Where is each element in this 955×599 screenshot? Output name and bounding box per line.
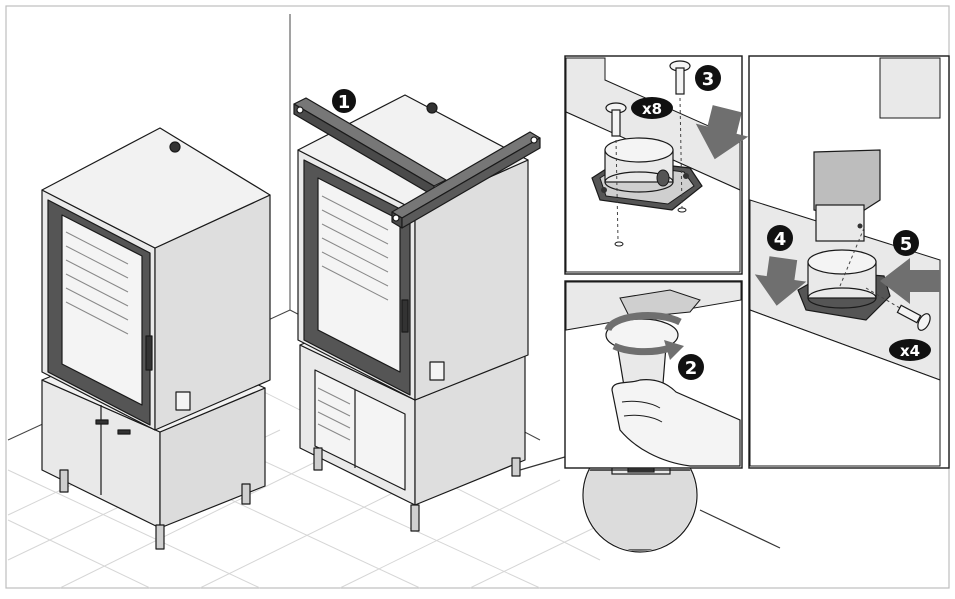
panel-step-4-5 <box>748 55 950 469</box>
callout-step-5: 5 <box>893 230 919 256</box>
lifting-bar-icon <box>293 97 541 229</box>
screw-icon <box>605 60 691 137</box>
oven-middle <box>293 94 541 532</box>
callout-step-2: 2 <box>678 354 704 380</box>
callout-step-4: 4 <box>767 225 793 251</box>
rotation-arrow-icon <box>604 312 682 332</box>
panel-step-3 <box>564 55 749 275</box>
foot-collar-icon <box>591 137 703 211</box>
panel-step-2 <box>564 280 743 469</box>
step-1-label: 1 <box>338 92 351 113</box>
callout-step-1: 1 <box>332 89 356 113</box>
quantity-x4-label: x4 <box>900 342 920 360</box>
step-3-label: 3 <box>702 69 715 90</box>
step-2-label: 2 <box>685 358 698 379</box>
oven-left <box>41 127 271 550</box>
push-arrow-icon <box>695 105 749 160</box>
badge-x4: x4 <box>889 339 931 361</box>
badge-x8: x8 <box>631 97 673 119</box>
hand <box>611 379 741 467</box>
step-4-label: 4 <box>774 229 787 250</box>
quantity-x8-label: x8 <box>642 100 662 118</box>
step-5-label: 5 <box>900 234 913 255</box>
callout-step-3: 3 <box>695 65 721 91</box>
